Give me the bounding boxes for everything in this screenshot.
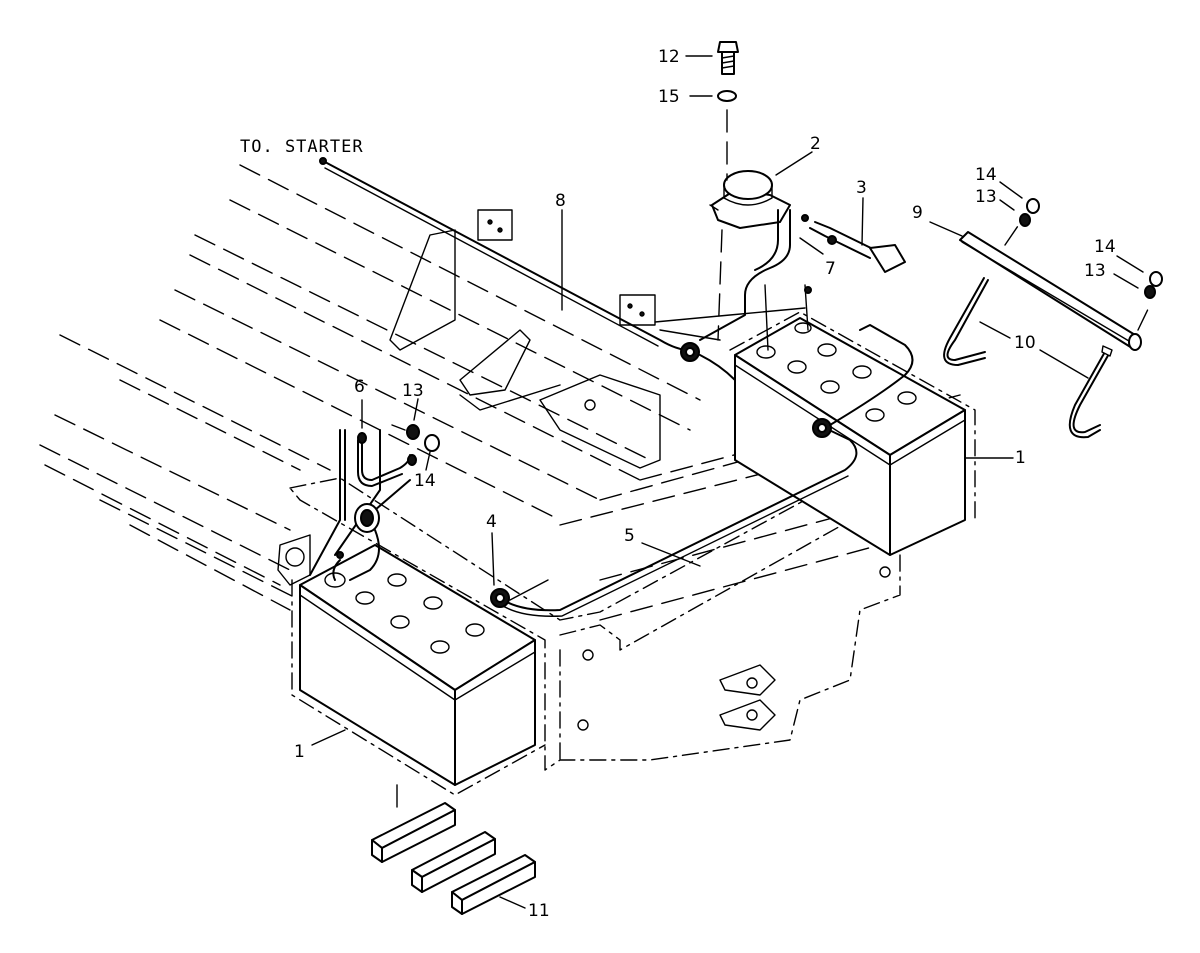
callout-10: 10 (1014, 333, 1036, 353)
callout-13-upper: 13 (975, 187, 997, 207)
callout-8: 8 (555, 191, 566, 211)
hold-down-bar-9 (959, 231, 1142, 351)
callout-7: 7 (825, 259, 836, 279)
nut-13-right-a (1019, 213, 1031, 227)
frame-brackets (389, 209, 661, 469)
j-bolt-6 (357, 432, 417, 487)
callout-13-right: 13 (1084, 261, 1106, 281)
nut-13-right-b (1144, 285, 1156, 299)
battery-tray (277, 469, 901, 771)
callout-14-right: 14 (1094, 237, 1116, 257)
nut-14-right-b (1149, 271, 1163, 287)
callout-3: 3 (856, 178, 867, 198)
callout-14-upper: 14 (975, 165, 997, 185)
callout-15: 15 (658, 87, 680, 107)
callout-1-left: 1 (294, 742, 305, 762)
battery-left (291, 544, 546, 796)
callout-6: 6 (354, 377, 365, 397)
callout-12: 12 (658, 47, 680, 67)
callout-13-left: 13 (402, 381, 424, 401)
callout-4: 4 (486, 512, 497, 532)
callout-14-left: 14 (414, 471, 436, 491)
to-starter-label: TO. STARTER (240, 137, 364, 157)
relay-switch-2 (709, 170, 791, 229)
callout-9: 9 (912, 203, 923, 223)
washer-15 (717, 90, 737, 102)
callout-1-right: 1 (1015, 448, 1026, 468)
nut-14-left (424, 434, 440, 452)
nut-14-right-a (1026, 198, 1040, 214)
cable-8 (324, 161, 696, 352)
callout-11: 11 (528, 901, 550, 921)
callout-2: 2 (810, 134, 821, 154)
tray-blocks-11 (371, 784, 536, 915)
callout-5: 5 (624, 526, 635, 546)
bolt-12 (717, 41, 739, 75)
battery-right (729, 311, 976, 556)
j-bolts-10 (943, 277, 1113, 439)
cable-7 (699, 209, 791, 341)
leader-lines (311, 55, 1144, 909)
cable-5 (499, 427, 858, 612)
nut-13-left (406, 424, 420, 440)
cable-3 (801, 214, 906, 273)
